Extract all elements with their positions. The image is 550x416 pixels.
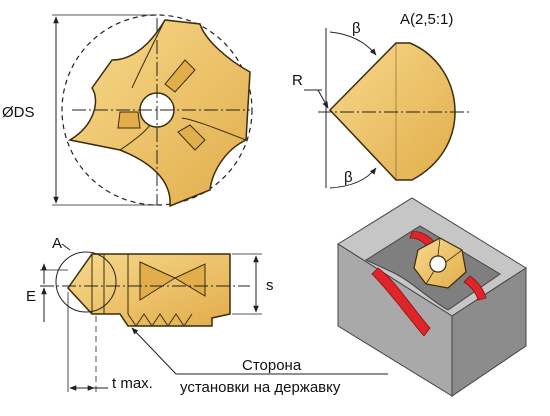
e-label: E: [26, 288, 36, 305]
radius-label: R: [292, 72, 303, 89]
small-insert: [413, 237, 467, 289]
angle-beta-top: β: [352, 20, 361, 37]
detail-marker: A: [52, 235, 62, 252]
detail-title: A(2,5:1): [400, 11, 453, 28]
red-contact-left: [371, 267, 431, 337]
block-with-insert: [337, 197, 527, 397]
insert-front-view: [52, 14, 253, 208]
angle-beta-bottom: β: [344, 169, 353, 186]
red-contact-right: [463, 275, 487, 301]
detail-a-view: [304, 28, 470, 189]
s-label: s: [266, 277, 274, 294]
insert-side-view: [40, 243, 388, 392]
t-max-label: t max.: [112, 375, 153, 392]
mounting-side-line1: Сторона: [242, 357, 302, 374]
diameter-label: ØDS: [2, 104, 35, 121]
mounting-side-line2: установки на державку: [180, 379, 341, 396]
